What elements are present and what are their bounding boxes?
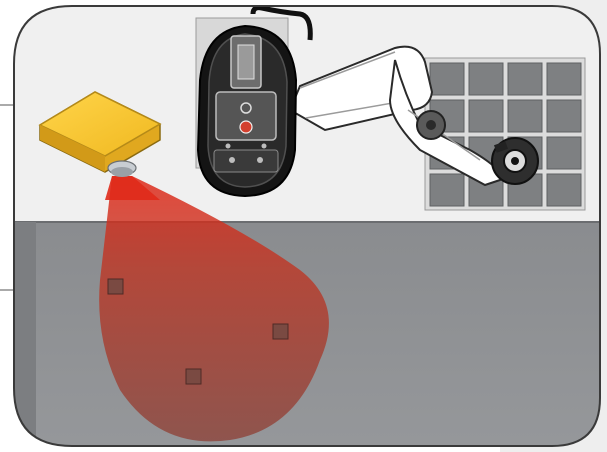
shelf-cell [547, 63, 581, 95]
emergency-stop-icon [240, 121, 252, 133]
shelf-grid-icon [425, 58, 585, 210]
shelf-cell [430, 63, 464, 95]
shelf-cell [469, 63, 503, 95]
shelf-cell [547, 137, 581, 169]
shelf-cell [547, 100, 581, 132]
shelf-cell [430, 174, 464, 206]
floor-target-marker [273, 324, 288, 339]
shelf-cell [469, 100, 503, 132]
floor-side-strip [14, 222, 36, 452]
floor-target-marker [186, 369, 201, 384]
floor-target-marker [108, 279, 123, 294]
shelf-cell [547, 174, 581, 206]
shelf-cell [508, 100, 542, 132]
shelf-cell [508, 63, 542, 95]
